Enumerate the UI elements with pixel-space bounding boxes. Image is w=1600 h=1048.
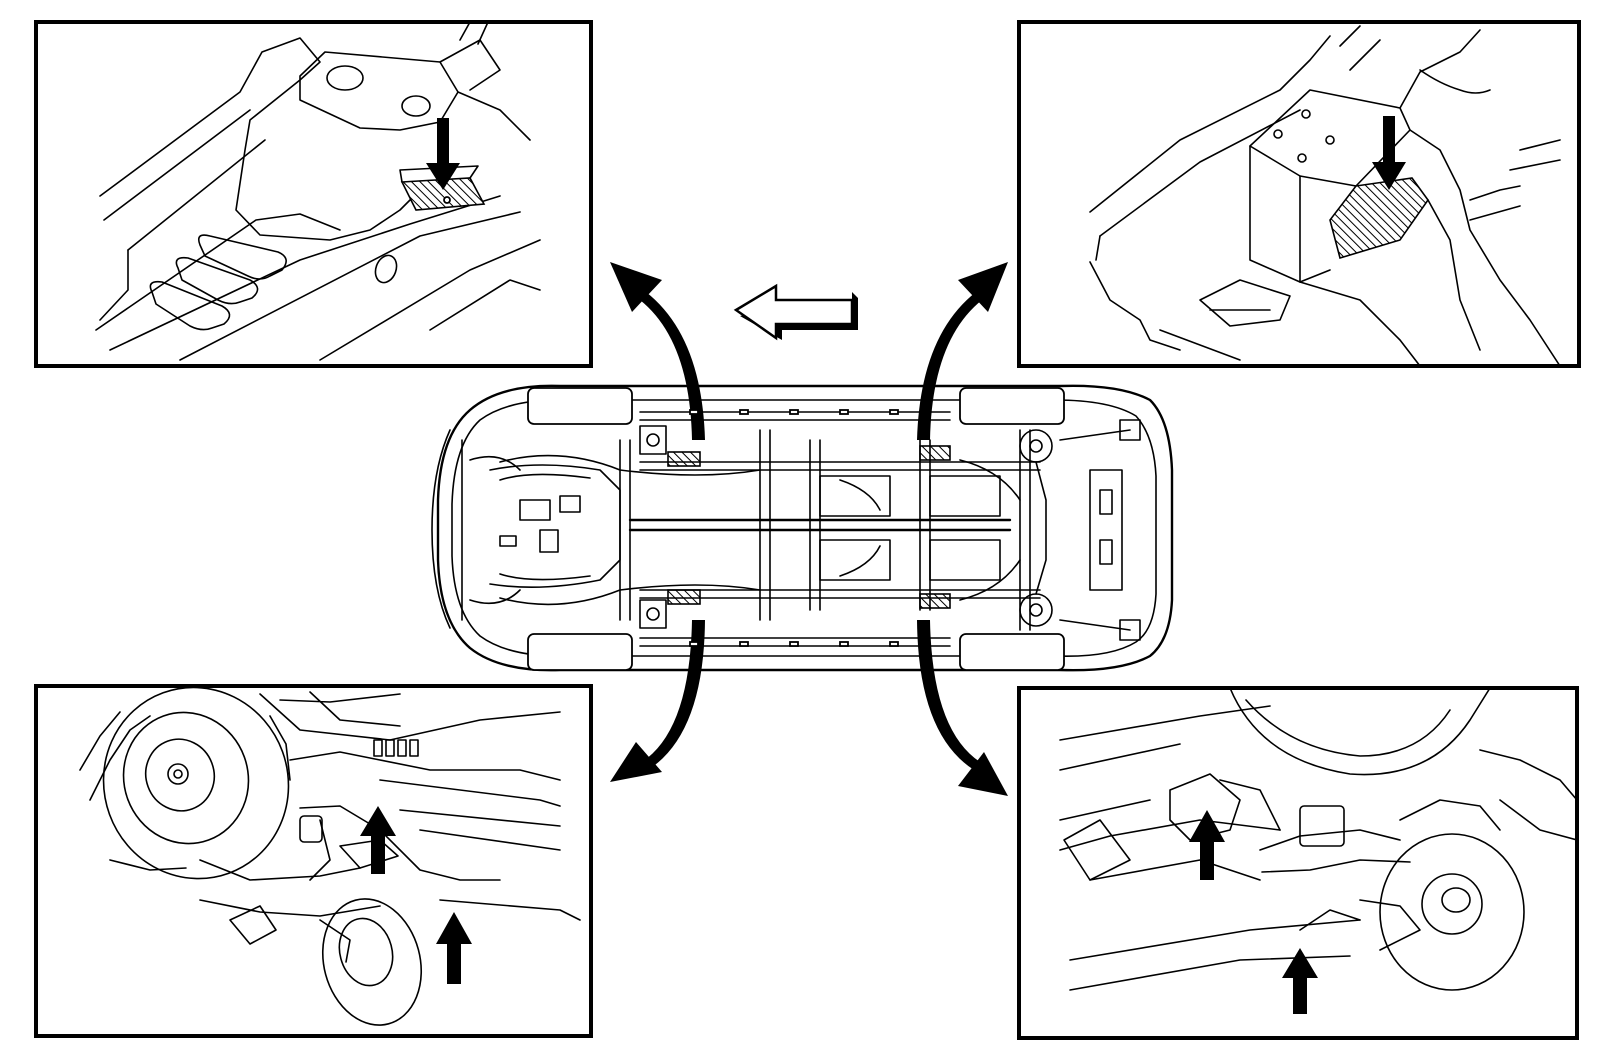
panel-rear-left-lift-point	[1017, 20, 1581, 368]
lift-pad-front-right	[667, 589, 701, 605]
pointer-arrows	[610, 262, 1008, 796]
lift-point-arrow	[360, 806, 396, 874]
front-direction-arrow	[733, 283, 858, 341]
wheel-front-right	[527, 633, 633, 671]
pointer-arrow-bottom-right	[917, 620, 1008, 796]
panel-front-right-lift-point	[34, 684, 593, 1038]
lift-point-arrow	[1372, 116, 1406, 190]
panel-front-left-lift-point	[34, 20, 593, 368]
panel-rear-right-lift-point	[1017, 686, 1579, 1040]
wheel-rear-left	[959, 387, 1065, 425]
pointer-arrow-top-left	[610, 262, 705, 440]
wheel-front-left	[527, 387, 633, 425]
vehicle-underbody-view	[431, 384, 1174, 672]
lift-pad-front-left	[667, 451, 701, 467]
lift-point-arrow	[426, 118, 460, 190]
wheel-rear-right	[959, 633, 1065, 671]
pointer-arrow-bottom-left	[610, 620, 705, 782]
lift-pad-rear-left	[919, 445, 951, 461]
lift-point-arrow	[1189, 810, 1225, 880]
lift-point-arrow	[436, 912, 472, 984]
pointer-arrow-top-right	[917, 262, 1008, 440]
lift-pad-rear-right	[919, 593, 951, 609]
lift-point-arrow	[1282, 948, 1318, 1014]
